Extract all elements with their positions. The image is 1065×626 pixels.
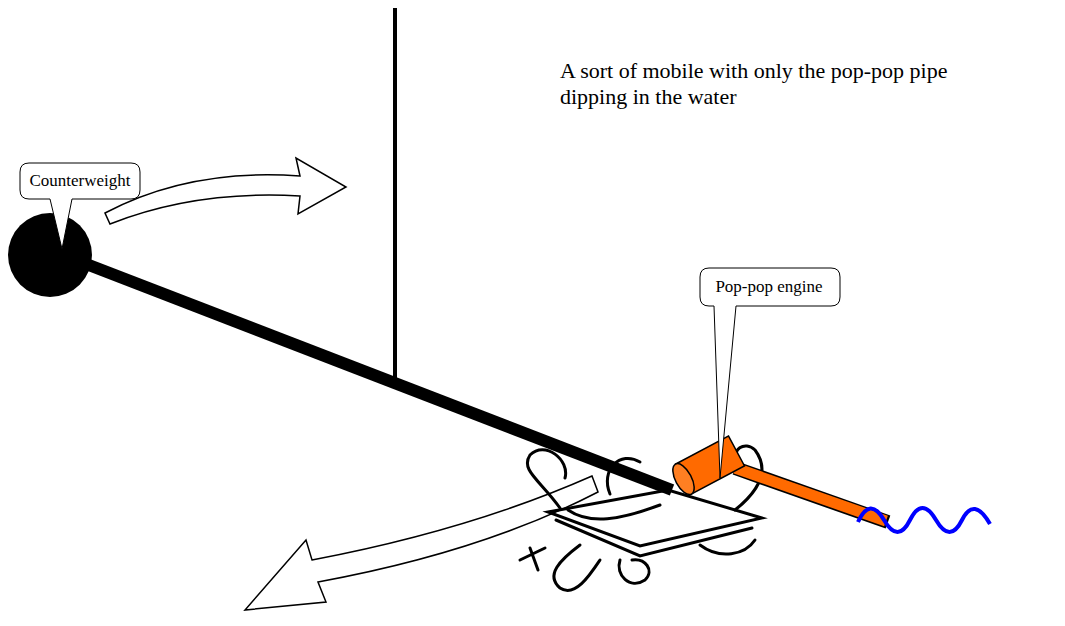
hanging-string <box>393 8 397 378</box>
note-text: A sort of mobile with only the pop-pop p… <box>560 58 1010 110</box>
callout-box: Counterweight <box>20 163 140 199</box>
pop-pop-boiler <box>668 436 744 498</box>
rotation-arrow <box>105 158 346 224</box>
callout-shape <box>700 268 840 478</box>
callout-text: Pop-pop engine <box>714 277 824 297</box>
callout-box: Pop-pop engine <box>700 268 840 306</box>
callout-text: Counterweight <box>26 171 134 191</box>
rotation-arrow <box>245 476 598 610</box>
mobile-rod <box>55 252 672 490</box>
callout-shape <box>20 163 140 249</box>
counterweight-ball <box>8 213 92 297</box>
water-wave <box>858 508 990 532</box>
